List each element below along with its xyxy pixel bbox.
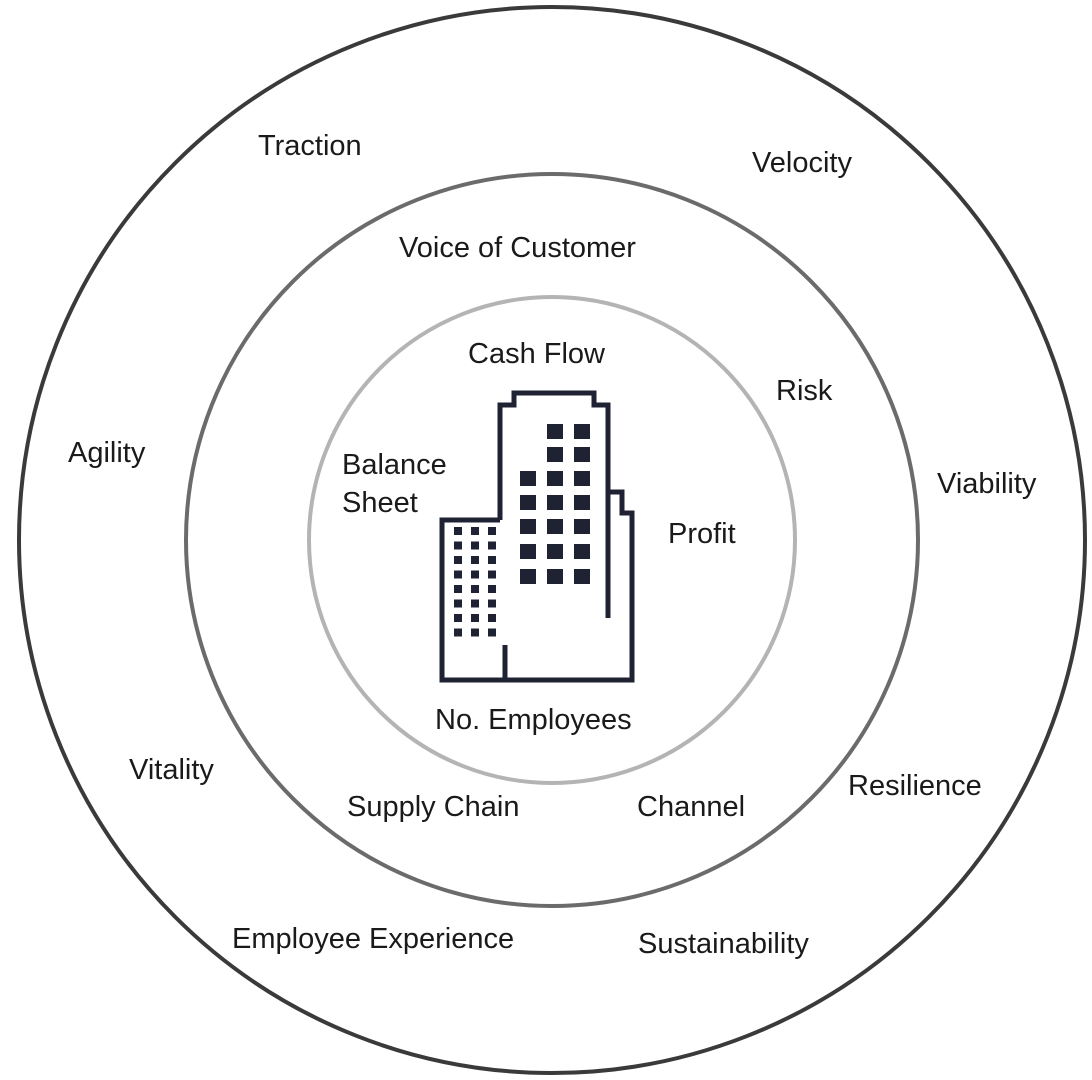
- label-voice-of-customer: Voice of Customer: [399, 232, 636, 264]
- label-velocity: Velocity: [752, 147, 852, 179]
- block-window: [488, 585, 496, 593]
- label-vitality: Vitality: [129, 754, 214, 786]
- tower-window: [547, 519, 563, 534]
- office-building-icon: [439, 390, 635, 683]
- block-window: [488, 556, 496, 564]
- block-windows: [454, 527, 496, 637]
- block-window: [471, 614, 479, 622]
- tower-window: [574, 447, 590, 462]
- tower-windows: [520, 424, 590, 584]
- label-employee-experience: Employee Experience: [232, 923, 515, 955]
- tower-window: [520, 495, 536, 510]
- block-window: [471, 628, 479, 637]
- inner-ring: [307, 295, 797, 785]
- left-block-outline: [439, 517, 505, 683]
- block-window: [454, 585, 462, 593]
- tower-window: [520, 544, 536, 559]
- tower-window: [547, 471, 563, 486]
- block-window: [454, 556, 462, 564]
- block-window: [454, 614, 462, 622]
- tower-window: [574, 495, 590, 510]
- label-traction: Traction: [258, 130, 362, 162]
- tower-window: [520, 471, 536, 486]
- tower-window: [574, 471, 590, 486]
- block-window: [488, 599, 496, 608]
- tower-window: [574, 569, 590, 584]
- label-balance-sheet-line1: Balance: [342, 449, 447, 481]
- label-balance-sheet-line2: Sheet: [342, 487, 418, 519]
- tower-window: [547, 569, 563, 584]
- label-sustainability: Sustainability: [638, 928, 809, 960]
- label-profit: Profit: [668, 518, 736, 550]
- block-window: [488, 541, 496, 550]
- block-window: [471, 541, 479, 550]
- tower-window: [574, 544, 590, 559]
- block-window: [471, 527, 479, 535]
- block-window: [454, 527, 462, 535]
- label-supply-chain: Supply Chain: [347, 791, 520, 823]
- label-agility: Agility: [68, 437, 146, 469]
- tower-window: [547, 424, 563, 439]
- tower-window: [574, 519, 590, 534]
- block-window: [488, 527, 496, 535]
- tower-window: [547, 447, 563, 462]
- tower-window: [574, 424, 590, 439]
- block-window: [471, 599, 479, 608]
- middle-ring: [184, 172, 920, 908]
- tower-outline: [497, 390, 611, 618]
- block-window: [454, 628, 462, 637]
- label-resilience: Resilience: [848, 770, 982, 802]
- block-window: [488, 570, 496, 579]
- label-channel: Channel: [637, 791, 746, 823]
- label-balance-sheet: Balance Sheet: [342, 446, 447, 522]
- tower-window: [547, 544, 563, 559]
- tower-window: [547, 495, 563, 510]
- label-risk: Risk: [776, 375, 833, 407]
- label-no-employees: No. Employees: [435, 704, 632, 736]
- block-window: [471, 570, 479, 579]
- block-window: [454, 599, 462, 608]
- outer-ring: [17, 5, 1087, 1075]
- tower-window: [520, 569, 536, 584]
- block-window: [454, 570, 462, 579]
- label-cash-flow: Cash Flow: [468, 338, 605, 370]
- block-window: [488, 628, 496, 637]
- block-window: [454, 541, 462, 550]
- block-window: [471, 556, 479, 564]
- block-window: [488, 614, 496, 622]
- tower-window: [520, 519, 536, 534]
- block-window: [471, 585, 479, 593]
- label-viability: Viability: [937, 468, 1037, 500]
